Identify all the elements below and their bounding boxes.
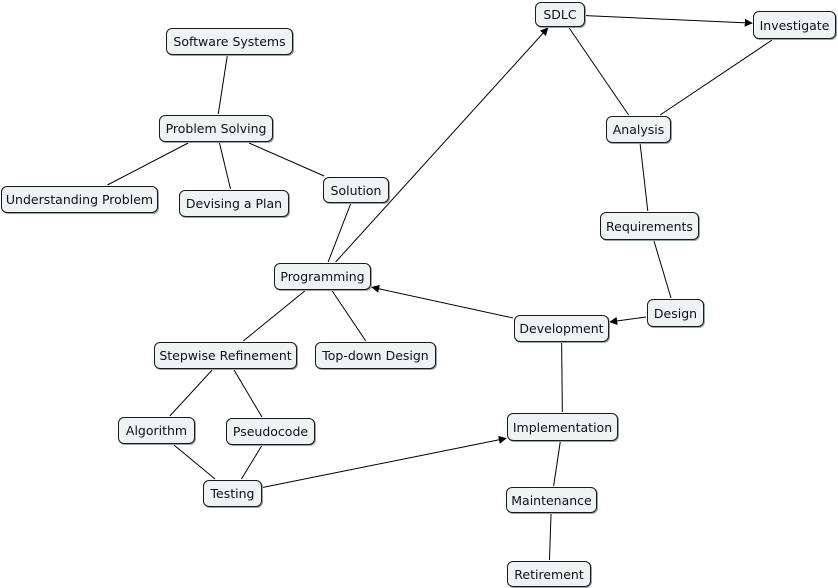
edge-pseudocode-to-testing	[240, 445, 263, 480]
edge-analysis-to-requirements	[639, 143, 649, 212]
edge-software-systems-to-problem-solving	[217, 55, 228, 115]
node-implementation[interactable]: Implementation	[507, 413, 618, 441]
edge-sdlc-to-analysis	[568, 27, 630, 116]
node-programming[interactable]: Programming	[274, 263, 371, 290]
edge-sdlc-to-investigate	[585, 15, 753, 27]
edge-solution-to-programming	[327, 203, 352, 263]
node-sdlc[interactable]: SDLC	[535, 2, 585, 27]
edge-requirements-to-design	[653, 240, 672, 299]
node-software-systems[interactable]: Software Systems	[166, 28, 293, 55]
node-top-down-design[interactable]: Top-down Design	[315, 342, 436, 369]
edge-investigate-to-analysis	[659, 39, 773, 116]
edge-development-to-implementation	[561, 342, 563, 413]
node-stepwise-refinement[interactable]: Stepwise Refinement	[154, 342, 297, 369]
node-problem-solving[interactable]: Problem Solving	[159, 115, 273, 142]
node-devising-a-plan[interactable]: Devising a Plan	[179, 190, 289, 217]
edge-maintenance-to-retirement	[548, 513, 552, 561]
edge-stepwise-refinement-to-pseudocode	[233, 369, 263, 418]
node-maintenance[interactable]: Maintenance	[506, 487, 597, 513]
edge-development-to-programming	[371, 284, 514, 319]
edge-implementation-to-maintenance	[553, 441, 561, 487]
node-algorithm[interactable]: Algorithm	[118, 417, 195, 444]
node-investigate[interactable]: Investigate	[753, 11, 836, 39]
edge-algorithm-to-testing	[173, 444, 216, 480]
edge-problem-solving-to-understanding-problem	[107, 142, 189, 186]
node-design[interactable]: Design	[647, 299, 704, 327]
node-analysis[interactable]: Analysis	[606, 116, 671, 143]
node-retirement[interactable]: Retirement	[507, 561, 591, 587]
node-testing[interactable]: Testing	[203, 480, 262, 507]
edge-programming-to-sdlc	[335, 27, 549, 263]
edge-problem-solving-to-devising-plan	[218, 142, 232, 190]
edge-programming-to-stepwise-refinement	[242, 290, 306, 342]
node-requirements[interactable]: Requirements	[600, 212, 699, 240]
node-development[interactable]: Development	[514, 315, 609, 342]
node-understanding-problem[interactable]: Understanding Problem	[1, 186, 158, 213]
edge-problem-solving-to-solution	[248, 142, 325, 177]
edge-programming-to-top-down-design	[331, 290, 367, 342]
node-solution[interactable]: Solution	[323, 177, 389, 203]
node-pseudocode[interactable]: Pseudocode	[226, 418, 315, 445]
edge-design-to-development	[609, 316, 647, 325]
edge-testing-to-implementation	[262, 435, 507, 488]
edge-stepwise-refinement-to-algorithm	[169, 369, 213, 417]
